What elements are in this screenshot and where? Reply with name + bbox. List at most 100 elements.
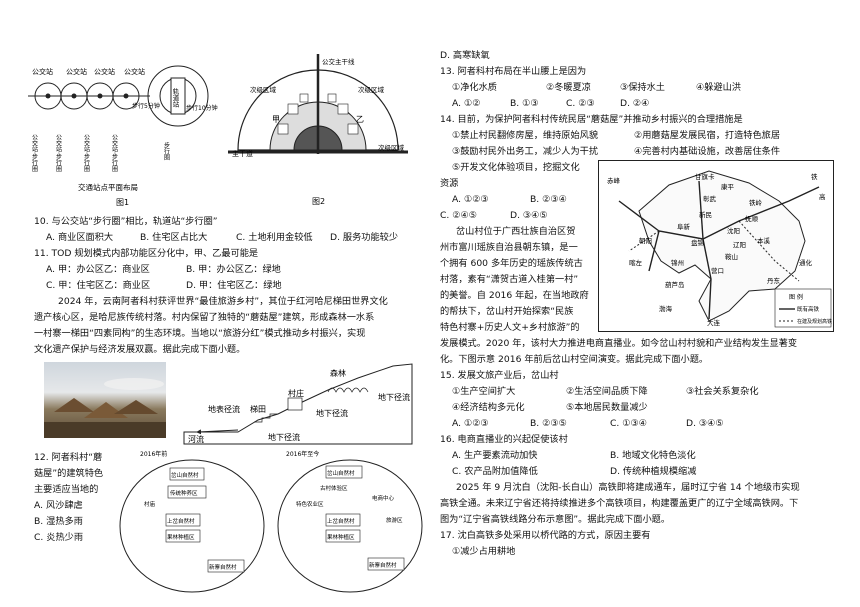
sea-bohai: 渤海: [659, 304, 673, 313]
q12-opt-c[interactable]: C. 炎热少雨: [34, 532, 84, 543]
q15-opt-d[interactable]: D. ③④⑤: [686, 418, 724, 429]
q10-opt-c[interactable]: C. 土地利用金较低: [236, 232, 313, 243]
bus-walk-label-1: 公交站·步行圈: [31, 134, 38, 173]
q10-opt-a[interactable]: A. 商业区面积大: [46, 232, 114, 243]
zone-b-label: 乙: [356, 115, 364, 124]
q15-opt-c[interactable]: C. ①③④: [610, 418, 647, 429]
city-zhangwu: 彰武: [703, 194, 717, 203]
terrain-river-label: 河流: [188, 434, 204, 444]
village-evolution-svg: 2016年前 2016年至今 岔山自然村 传统种养区 村庙 上岔自然村 果林种植…: [119, 450, 423, 593]
q15-item-3: ③社会关系复杂化: [686, 386, 759, 397]
q14-opt-c[interactable]: C. ②④⑤: [440, 210, 477, 221]
q14-item-2: ②用蘑菇屋发展民宿，打造特色旅居: [634, 130, 781, 141]
q17-stem: 17. 沈白高铁多处采用以桥代路的方式，原因主要有: [440, 530, 651, 541]
main-road-label: 主干道: [232, 149, 253, 158]
q15-item-4: ④经济结构多元化: [452, 402, 525, 413]
city-tonghua: 通化: [799, 258, 813, 267]
q15-item-5: ⑤本地居民数量减少: [566, 402, 648, 413]
q14-stem: 14. 目前，为保护阿者科村传统民居“蘑菇屋”并推动乡村振兴的合理措施是: [440, 114, 743, 125]
bus-walk-label-4: 公交站·步行圈: [111, 134, 118, 173]
terrain-diagram: 森林 村庄 梯田 地表径流 地下径流 地下径流 地下径流 河流: [178, 360, 418, 446]
q14-item-3: ③鼓励村民外出务工，减少人为干扰: [452, 146, 599, 157]
map-east-label-2: 高: [819, 192, 826, 201]
q10-opt-d[interactable]: D. 服务功能较少: [330, 232, 399, 243]
city-yingkou: 营口: [711, 266, 724, 275]
q10-stem: 10. 与公交站“步行圈”相比，轨道站“步行圈”: [34, 216, 218, 227]
q10-opt-b[interactable]: B. 住宅区占比大: [140, 232, 208, 243]
q14-item-5b: 资源: [440, 178, 459, 189]
bus-station-label-3: 公交站: [94, 67, 115, 76]
passage-2-line-9: 化。下图示意 2016 年前后岔山村空间演变。据此完成下面小题。: [440, 354, 709, 365]
city-shenyang: 沈阳: [727, 226, 740, 235]
q13-opt-c[interactable]: C. ②③: [566, 98, 595, 109]
bus-station-label-2: 公交站: [66, 67, 87, 76]
q16-opt-c[interactable]: C. 农产品附加值降低: [452, 466, 538, 477]
q13-opt-d[interactable]: D. ②④: [620, 98, 650, 109]
legend-title: 图 例: [789, 293, 803, 301]
terrain-terrace-label: 梯田: [250, 404, 266, 414]
figure-1-station-layout: 公交站 公交站 公交站 公交站 轨道站 步行5分钟 步行10分钟 公交站·步行圈…: [28, 58, 218, 208]
city-ganqika: 甘旗卡: [695, 172, 715, 181]
q12-opt-a[interactable]: A. 风沙肆虐: [34, 500, 83, 511]
q13-item-1: ①净化水质: [452, 82, 497, 93]
after-label-3: 特色农业区: [296, 500, 324, 508]
q11-opt-a[interactable]: A. 甲：办公区乙：商业区: [46, 264, 150, 275]
city-chifeng: 赤峰: [607, 176, 621, 185]
after-label-1: 岔山自然村: [327, 469, 355, 477]
ring-label-10min: 步行10分钟: [186, 104, 218, 112]
q13-opt-a[interactable]: A. ①②: [452, 98, 481, 109]
village-evolution-maps: 2016年前 2016年至今 岔山自然村 传统种养区 村庙 上岔自然村 果林种植…: [110, 446, 430, 596]
terrain-forest-label: 森林: [330, 368, 346, 378]
q11-opt-b[interactable]: B. 甲：办公区乙：绿地: [186, 264, 281, 275]
after-label-7: 电商中心: [372, 494, 395, 502]
village-photo: [44, 362, 166, 438]
q14-opt-a[interactable]: A. ①②③: [452, 194, 489, 205]
passage-1-line-4: 文化遗产保护与经济发展双赢。据此完成下面小题。: [34, 344, 246, 355]
passage-3-line-3: 图为“辽宁省高铁线路分布示意图”。据此完成下面小题。: [440, 514, 671, 525]
q13-opt-b[interactable]: B. ①③: [510, 98, 539, 109]
passage-3-line-2: 高铁全通。未来辽宁省还将持续推进多个高铁项目，构建覆盖更广的辽宁全域高铁网。下: [440, 498, 799, 509]
figure-2-label: 图2: [312, 197, 325, 206]
passage-3-line-1: 2025 年 9 月沈白（沈阳-长白山）高铁即将建成通车，届时辽宁省 14 个地…: [456, 482, 800, 493]
q14-opt-d[interactable]: D. ③④⑤: [510, 210, 548, 221]
q12-stem-1: 12. 阿者科村“蘑: [34, 452, 103, 463]
q15-stem: 15. 发展文旅产业后，岔山村: [440, 370, 559, 381]
bus-main-label: 公交主干线: [322, 57, 355, 66]
q16-opt-d[interactable]: D. 传统种植规模缩减: [610, 466, 697, 477]
city-dandong: 丹东: [767, 276, 781, 285]
after-label-2: 古村体验区: [320, 484, 348, 492]
city-kangping: 康平: [721, 182, 735, 191]
village-photo-svg: [44, 378, 166, 438]
figure-1-label: 图1: [116, 198, 129, 207]
city-huludao: 葫芦岛: [665, 280, 685, 289]
rail-station-label: 轨道站: [171, 87, 179, 109]
passage-2-line-6: 的帮扶下，岔山村开始探索“民族: [440, 306, 574, 317]
figure-2-tod-layout: 公交主干线 主干道 次级区域 次级区域 次级区域 甲 乙 图2: [228, 54, 408, 212]
q11-opt-c[interactable]: C. 甲：住宅区乙：商业区: [46, 280, 151, 291]
sub-zone-left: 次级区域: [250, 85, 277, 94]
city-chaoyang: 朝阳: [639, 236, 652, 245]
passage-2-line-7: 特色村寨+历史人文+乡村旅游”的: [440, 322, 580, 333]
before-label-6: 新寨自然村: [209, 563, 237, 571]
q14-opt-b[interactable]: B. ②③④: [530, 194, 567, 205]
before-label-3: 村庙: [144, 500, 156, 508]
q15-opt-a[interactable]: A. ①②③: [452, 418, 489, 429]
q15-opt-b[interactable]: B. ②③⑤: [530, 418, 567, 429]
q16-opt-a[interactable]: A. 生产要素流动加快: [452, 450, 538, 461]
before-label-1: 岔山自然村: [171, 471, 199, 479]
city-fushun: 抚顺: [745, 214, 759, 223]
figure-1-svg: 公交站 公交站 公交站 公交站 轨道站 步行5分钟 步行10分钟 公交站·步行圈…: [28, 65, 218, 207]
city-xinmin: 新民: [699, 210, 712, 219]
q14-item-5: ⑤开发文化体验项目，挖掘文化: [452, 162, 580, 173]
q12-opt-d[interactable]: D. 高寒缺氧: [440, 50, 490, 61]
figure-1-caption: 交通站点平面布局: [78, 182, 138, 192]
q16-opt-b[interactable]: B. 地域文化特色淡化: [610, 450, 696, 461]
passage-1-line-2: 遗产核心区，是哈尼族传统村落。村内保留了独特的“蘑菇屋”建筑，形成森林一水系: [34, 312, 375, 323]
passage-2-line-2: 州市富川瑶族自治县朝东镇，是一: [440, 242, 578, 253]
q11-opt-d[interactable]: D. 甲：住宅区乙：绿地: [186, 280, 282, 291]
q13-item-4: ④躲避山洪: [696, 82, 741, 93]
figure-2-svg: 公交主干线 主干道 次级区域 次级区域 次级区域 甲 乙 图2: [228, 54, 408, 206]
after-year-label: 2016年至今: [286, 450, 319, 458]
q12-opt-b[interactable]: B. 湿热多雨: [34, 516, 83, 527]
q13-item-2: ②冬暖夏凉: [546, 82, 591, 93]
